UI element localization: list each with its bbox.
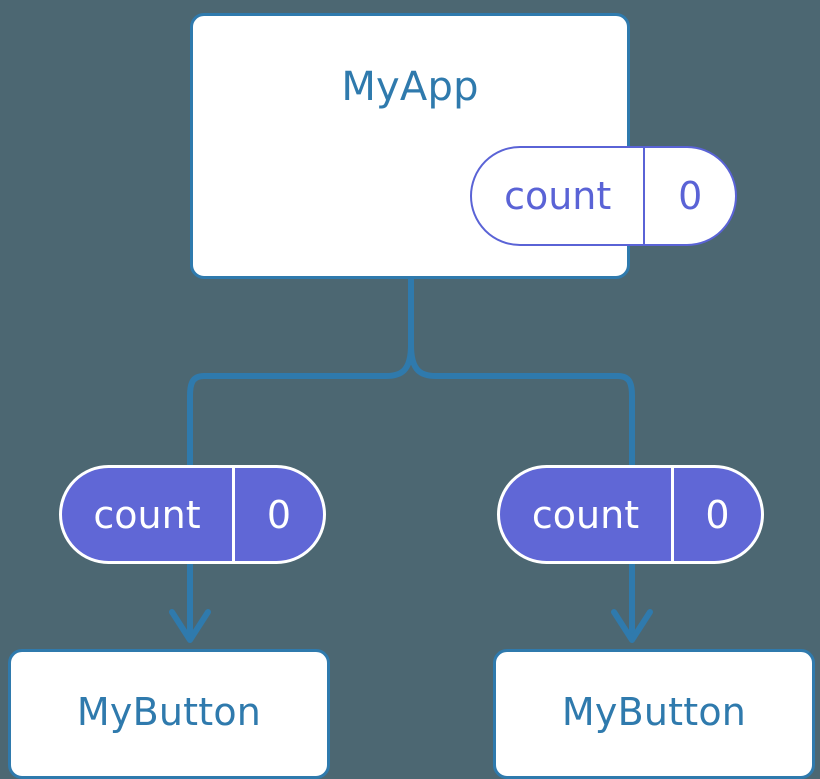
- component-name-myapp: MyApp: [341, 64, 479, 110]
- props-pill-left[interactable]: count 0: [59, 465, 326, 564]
- state-pill-value: 0: [643, 148, 735, 244]
- component-name-mybutton-right: MyButton: [561, 690, 747, 734]
- state-pill-myapp[interactable]: count 0: [470, 146, 737, 246]
- branch-left-wire: [187, 344, 414, 510]
- component-box-mybutton-right[interactable]: MyButton: [493, 649, 815, 779]
- props-pill-right-value: 0: [671, 468, 761, 561]
- component-box-mybutton-left[interactable]: MyButton: [8, 649, 330, 779]
- arrow-right-head: [611, 609, 653, 643]
- props-pill-left-value: 0: [232, 468, 323, 561]
- branch-right-wire: [408, 344, 635, 510]
- arrow-left-head: [169, 609, 211, 643]
- component-name-mybutton-left: MyButton: [76, 690, 262, 734]
- props-pill-right-key: count: [531, 492, 640, 537]
- component-box-myapp[interactable]: MyApp count 0: [190, 13, 737, 279]
- props-pill-left-key: count: [93, 492, 201, 537]
- props-pill-right[interactable]: count 0: [497, 465, 764, 564]
- state-pill-key: count: [504, 174, 612, 218]
